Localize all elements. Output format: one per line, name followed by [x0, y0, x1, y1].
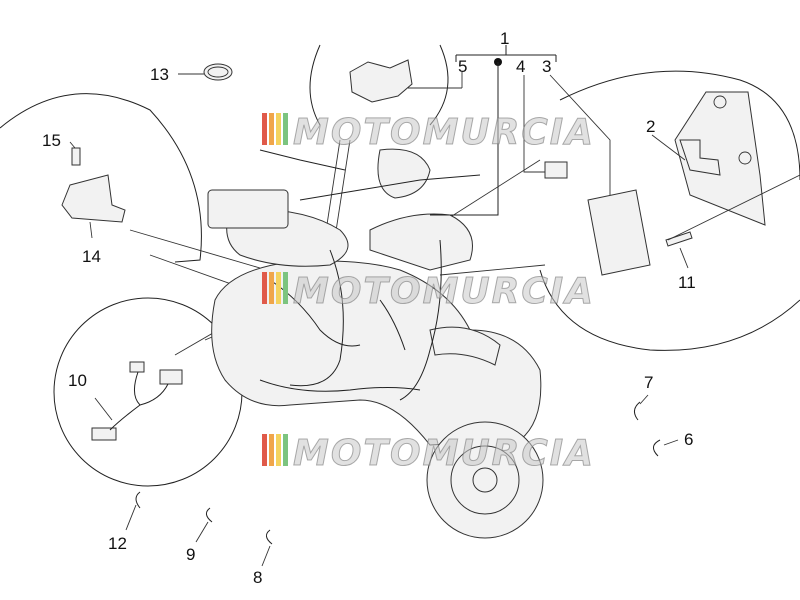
- watermark-bottom: MOTOMURCIA: [262, 433, 595, 475]
- callout-9: 9: [186, 545, 195, 564]
- part-5-relay: [349, 59, 463, 103]
- callout-15: 15: [42, 131, 61, 150]
- clip-6: [653, 439, 679, 457]
- part-14-bracket: [61, 174, 126, 239]
- callout-4: 4: [516, 57, 525, 76]
- callout-2: 2: [646, 117, 655, 136]
- callout-6: 6: [684, 430, 693, 449]
- detail-circle-right: [539, 70, 800, 351]
- scooter-body: [207, 148, 544, 539]
- part-3-control-unit: [549, 74, 651, 276]
- callout-12: 12: [108, 534, 127, 553]
- watermark-middle: MOTOMURCIA: [262, 271, 595, 313]
- callout-10: 10: [68, 371, 87, 390]
- callout-5: 5: [458, 57, 467, 76]
- watermark-top: MOTOMURCIA: [262, 112, 595, 154]
- clip-12: [125, 491, 141, 531]
- callout-8: 8: [253, 568, 262, 587]
- watermark-stripes: [262, 434, 288, 466]
- clip-9: [195, 507, 213, 543]
- clip-8: [261, 529, 273, 567]
- callout-1: 1: [500, 29, 509, 48]
- callout-11: 11: [678, 273, 696, 292]
- callout-3: 3: [542, 57, 551, 76]
- part-15-screw: [69, 141, 81, 166]
- part-1-bracket: [430, 45, 557, 216]
- watermark-stripes: [262, 113, 288, 145]
- watermark-text: MOTOMURCIA: [293, 271, 595, 312]
- part-11-screw: [665, 174, 800, 269]
- part-4-fuse: [523, 75, 568, 179]
- callout-13: 13: [150, 65, 169, 84]
- detail-circle-top: [309, 44, 449, 126]
- part-10-harness: [91, 361, 183, 441]
- part-2-bracket-plate: [651, 91, 766, 226]
- callout-labels: 1 2 3 4 5 6 7 8 9 10 11 12 13 14 15: [42, 29, 696, 587]
- watermark-stripes: [262, 272, 288, 304]
- watermark-text: MOTOMURCIA: [293, 433, 595, 474]
- watermark-text: MOTOMURCIA: [293, 112, 595, 153]
- clip-7: [634, 394, 649, 421]
- detail-circle-left: [0, 93, 202, 263]
- part-13-ring: [178, 63, 233, 81]
- callout-7: 7: [644, 373, 653, 392]
- callout-14: 14: [82, 247, 101, 266]
